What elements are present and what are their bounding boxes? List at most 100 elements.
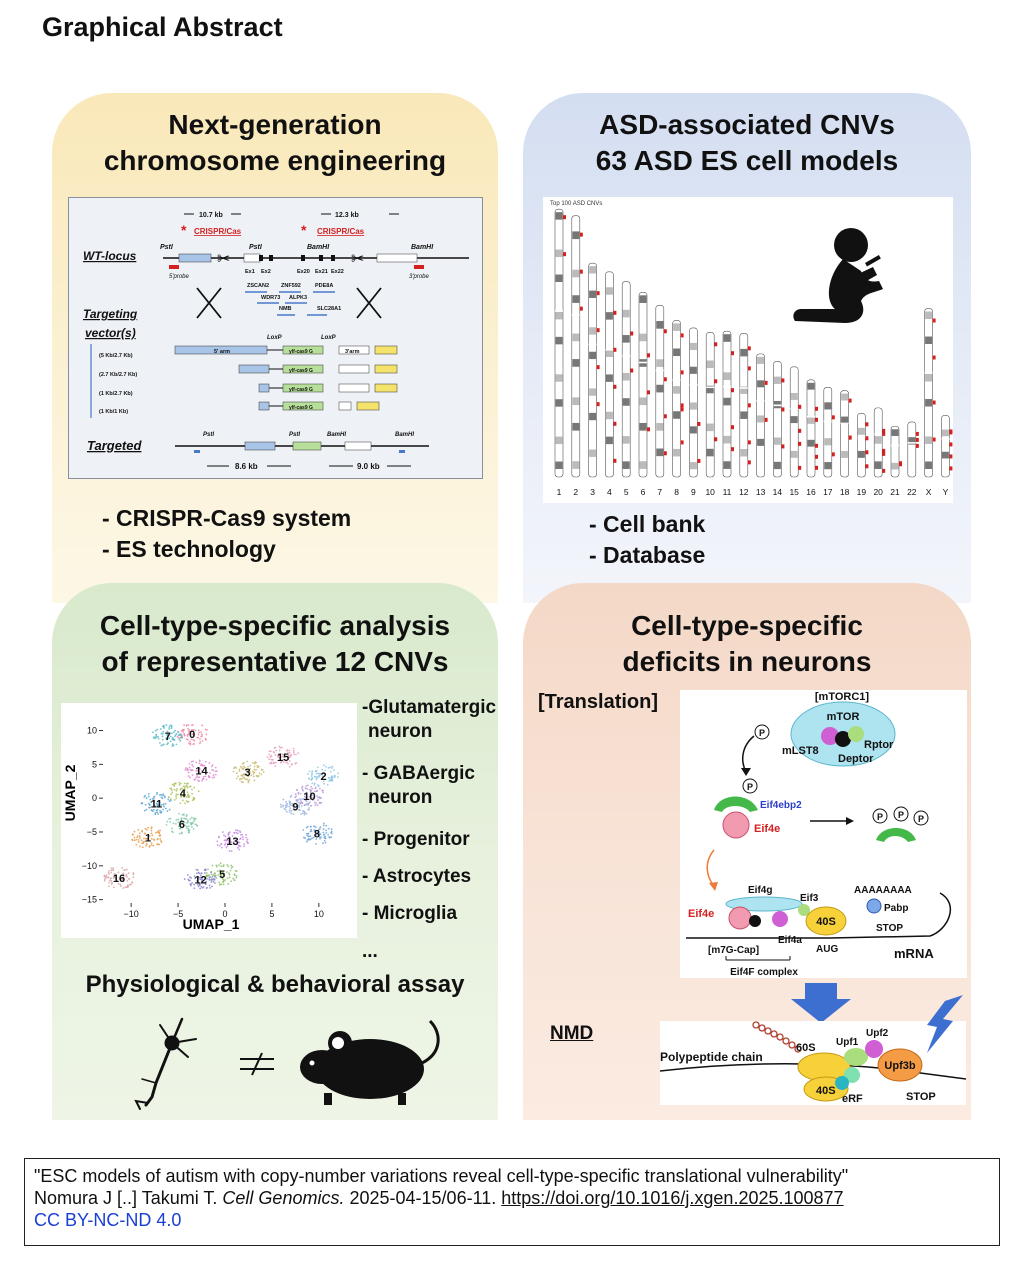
- chromosome-label-13: 13: [756, 487, 766, 497]
- cell-type-gabaergic-2: neuron: [368, 787, 433, 808]
- umap-xtick: 10: [314, 909, 324, 919]
- citation-license-link[interactable]: CC BY-NC-ND 4.0: [34, 1210, 182, 1230]
- svg-text:ylf-cas9 G: ylf-cas9 G: [289, 368, 313, 374]
- chromosome-label-17: 17: [823, 487, 833, 497]
- citation-doi-link[interactable]: https://doi.org/10.1016/j.xgen.2025.1008…: [501, 1188, 844, 1208]
- eif4f-label: Eif4F complex: [730, 967, 798, 978]
- exon-21: Ex21: [315, 269, 328, 275]
- chromosome-7: [655, 304, 667, 478]
- phosphate-4: P: [898, 810, 904, 820]
- site-bamhi-1: BamHI: [307, 244, 330, 251]
- chromosome-20: [873, 407, 886, 478]
- umap-cluster-10: 10: [294, 784, 324, 807]
- rptor-label: Rptor: [864, 739, 894, 751]
- probe-3: 3'probe: [409, 274, 429, 280]
- umap-cluster-label: 4: [180, 788, 187, 800]
- chromosome-21: [890, 425, 902, 478]
- chromosome-label-21: 21: [890, 487, 900, 497]
- phosphate-3: P: [877, 812, 883, 822]
- umap-ytick: −5: [87, 827, 97, 837]
- eif4a-label: Eif4a: [778, 935, 802, 946]
- vector-4: ylf-cas9 G: [258, 401, 380, 411]
- mtor-label: mTOR: [827, 711, 860, 723]
- size-top-2: 12.3 kb: [335, 212, 359, 219]
- nmd-stop-label: STOP: [906, 1091, 936, 1103]
- chromosome-label-8: 8: [674, 487, 679, 497]
- vector-2-label: (2.7 Kb/2.7 Kb): [99, 372, 137, 378]
- size-bottom-2: 9.0 kb: [357, 462, 380, 471]
- chromosome-label-2: 2: [573, 487, 578, 497]
- umap-cluster-label: 0: [189, 729, 195, 741]
- umap-cluster-12: 12: [183, 868, 216, 890]
- svg-text:ylf-cas9 G: ylf-cas9 G: [289, 387, 313, 393]
- translation-diagram: [mTORC1] mTOR mLST8 Rptor Deptor P P Eif…: [680, 690, 967, 978]
- umap-ytick: −10: [82, 861, 97, 871]
- targeting-label-2: vector(s): [85, 326, 136, 340]
- umap-ytick: 10: [87, 726, 97, 736]
- umap-cluster-label: 11: [151, 799, 163, 811]
- mtorc1-label: [mTORC1]: [815, 691, 870, 703]
- chromosome-2: [571, 215, 583, 478]
- umap-cluster-label: 1: [145, 832, 151, 844]
- chromosome-label-Y: Y: [943, 487, 949, 497]
- umap-cluster-label: 12: [194, 874, 206, 886]
- targeted-site-2: PstI: [289, 432, 300, 438]
- vector-3: ylf-cas9 G: [258, 383, 398, 393]
- erf-label: eRF: [842, 1093, 863, 1105]
- chromosome-10: [705, 331, 718, 478]
- umap-cluster-4: 4: [167, 781, 200, 805]
- chromosome-5: [621, 281, 634, 478]
- chromosome-label-15: 15: [789, 487, 799, 497]
- chromosome-19: [857, 412, 869, 478]
- umap-cluster-6: 6: [165, 812, 199, 835]
- targeting-label-1: Targeting: [83, 307, 138, 321]
- targeting-diagram: 10.7 kb 12.3 kb * CRISPR/Cas * CRISPR/Ca…: [68, 197, 483, 479]
- chromosome-label-1: 1: [557, 487, 562, 497]
- gene-alpk3: ALPK3: [289, 295, 307, 301]
- citation-title: "ESC models of autism with copy-number v…: [34, 1166, 849, 1186]
- cell-type-more: ...: [362, 941, 378, 962]
- chromosome-1: [554, 208, 566, 478]
- svg-text:5' arm: 5' arm: [214, 349, 230, 355]
- cell-type-glutamatergic-2: neuron: [368, 721, 433, 742]
- panel-chromosome-engineering: Next-generation chromosome engineering 1…: [52, 93, 498, 603]
- chromosome-X: [924, 308, 936, 478]
- eif4e-label: Eif4e: [754, 823, 780, 835]
- gene-slc28a1: SLC28A1: [317, 306, 341, 312]
- upf3b-label: Upf3b: [884, 1060, 915, 1072]
- translation-label: [Translation]: [538, 691, 659, 713]
- exon-1: Ex1: [245, 269, 255, 275]
- umap-cluster-label: 3: [244, 767, 250, 779]
- gene-zscan2: ZSCAN2: [247, 283, 269, 289]
- umap-cluster-5: 5: [205, 862, 238, 886]
- loxp-2: LoxP: [321, 335, 337, 341]
- umap-xtick: −5: [173, 909, 183, 919]
- umap-ylabel: UMAP_2: [62, 764, 78, 821]
- chromosome-label-4: 4: [607, 487, 612, 497]
- umap-cluster-16: 16: [103, 866, 135, 889]
- probe-5: 5'probe: [169, 274, 189, 280]
- panel-title: Cell-type-specific analysis of represent…: [99, 610, 451, 677]
- s40-nmd-label: 40S: [816, 1085, 836, 1097]
- vector-1-label: (5 Kb/2.7 Kb): [99, 353, 133, 359]
- chromosome-11: [722, 330, 734, 478]
- citation-authors: Nomura J [..] Takumi T.: [34, 1188, 218, 1208]
- crispr-label-1: CRISPR/Cas: [194, 227, 242, 236]
- umap-cluster-13: 13: [216, 829, 249, 853]
- umap-cluster-label: 16: [113, 873, 125, 885]
- umap-cluster-label: 14: [195, 765, 208, 777]
- svg-text:3'arm: 3'arm: [345, 349, 360, 355]
- umap-cluster-label: 7: [165, 731, 171, 743]
- umap-cluster-14: 14: [184, 759, 218, 782]
- citation-dates: 2025-04-15/06-11.: [349, 1188, 497, 1208]
- chromosome-label-22: 22: [907, 487, 917, 497]
- stop-label: STOP: [876, 923, 903, 934]
- umap-cluster-15: 15: [266, 745, 300, 768]
- vector-3-label: (1 Kb/2.7 Kb): [99, 391, 133, 397]
- chromosome-12: [739, 333, 751, 478]
- translation-svg: [mTORC1] mTOR mLST8 Rptor Deptor P P Eif…: [686, 691, 952, 978]
- targeted-site-1: PstI: [203, 432, 214, 438]
- chromosome-label-16: 16: [806, 487, 816, 497]
- chromosome-label-19: 19: [857, 487, 867, 497]
